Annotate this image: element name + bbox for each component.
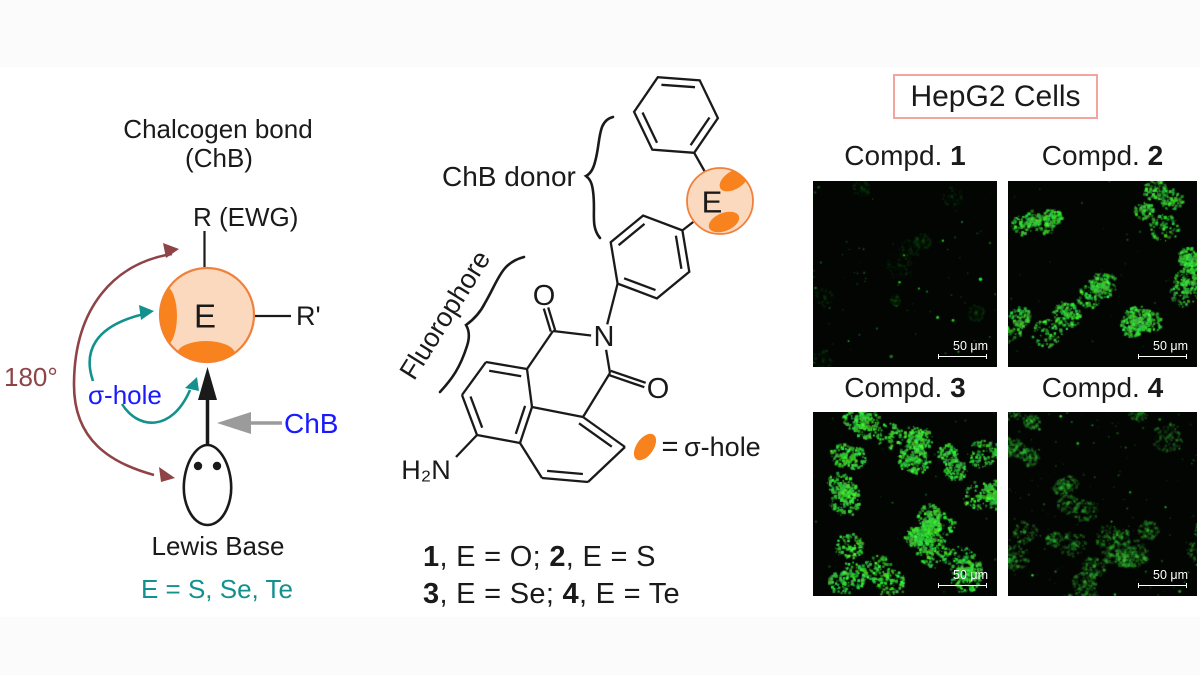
angle-arc-arrowhead-bottom bbox=[159, 467, 175, 482]
compound-key-line2: 3, E = Se; 4, E = Te bbox=[423, 578, 680, 610]
micrograph-canvas-2 bbox=[1008, 181, 1197, 367]
chalcogen-atom-label: E bbox=[702, 185, 723, 220]
carbonyl-o-right-label: O bbox=[647, 373, 670, 405]
sigma-hole-patch-bottom bbox=[177, 341, 235, 362]
sigma-hole-patch-bottom bbox=[708, 211, 740, 233]
scale-bar-1 bbox=[938, 354, 987, 359]
scale-label-2: 50 μm bbox=[1153, 339, 1188, 353]
bottom-letterbox bbox=[0, 617, 1200, 675]
chb-pointer-arrowhead bbox=[217, 412, 251, 434]
sigma-hole-legend-equals: = bbox=[662, 431, 679, 463]
angle-label: 180° bbox=[4, 362, 58, 392]
scale-bar-3 bbox=[938, 583, 987, 588]
e-series-label: E = S, Se, Te bbox=[141, 574, 293, 604]
sigma-hole-arrow-left bbox=[88, 312, 145, 382]
chb-donor-brace bbox=[583, 115, 615, 240]
micrograph-canvas-1 bbox=[813, 181, 997, 367]
top-letterbox bbox=[0, 0, 1200, 67]
scale-bar-4 bbox=[1138, 583, 1187, 588]
chalcogen-bond-scheme: Chalcogen bond (ChB) R (EWG) E R' 180° σ… bbox=[4, 114, 338, 604]
bond-phenyl-to-e bbox=[693, 152, 707, 173]
angle-arc-arrowhead-top bbox=[163, 243, 179, 258]
compd-1-label: Compd. 1 bbox=[844, 140, 966, 171]
naphthalene-core bbox=[460, 360, 626, 484]
micrograph-compd-1: 50 μm bbox=[813, 181, 997, 367]
micrograph-canvas-4 bbox=[1008, 412, 1197, 596]
lone-pair-dot-left bbox=[193, 461, 203, 471]
carbonyl-o-top-label: O bbox=[533, 280, 556, 312]
scale-label-4: 50 μm bbox=[1153, 568, 1188, 582]
chb-donor-label: ChB donor bbox=[442, 161, 576, 192]
probe-structure: E O O N bbox=[394, 76, 761, 485]
sigma-hole-patch-left bbox=[160, 286, 177, 346]
r-ewg-label: R (EWG) bbox=[193, 202, 298, 232]
compound-key-line1: 1, E = O; 2, E = S bbox=[423, 541, 656, 573]
sigma-hole-arrow-bottom bbox=[120, 389, 192, 424]
compd-4-label: Compd. 4 bbox=[1041, 372, 1164, 403]
sigma-hole-arrow-bottom-head bbox=[185, 377, 199, 391]
lower-aryl-ring bbox=[606, 214, 691, 325]
sigma-hole-arrow-left-head bbox=[139, 305, 154, 320]
lone-pair-dot-right bbox=[212, 461, 222, 471]
micrograph-compd-3: 50 μm bbox=[813, 412, 997, 596]
scheme-title-line1: Chalcogen bond bbox=[123, 114, 312, 144]
bond-e-to-aryl bbox=[681, 221, 694, 232]
fluorophore-brace bbox=[438, 255, 526, 394]
lewis-base-label: Lewis Base bbox=[152, 531, 285, 561]
scheme-title-line2: (ChB) bbox=[185, 143, 253, 173]
sigma-hole-legend-swatch bbox=[633, 433, 657, 461]
r-prime-label: R' bbox=[296, 301, 321, 331]
fluorophore-label: Fluorophore bbox=[394, 245, 497, 384]
sigma-hole-legend-label: σ-hole bbox=[684, 432, 761, 462]
chb-bond-arrowhead bbox=[198, 367, 217, 400]
amine-label: H₂N bbox=[401, 455, 450, 485]
imide-n-label: N bbox=[594, 321, 615, 353]
chalcogen-sphere: E bbox=[686, 167, 754, 235]
compd-2-label: Compd. 2 bbox=[1041, 140, 1164, 171]
sigma-hole-label: σ-hole bbox=[88, 380, 162, 410]
compd-3-label: Compd. 3 bbox=[844, 372, 966, 403]
scale-label-3: 50 μm bbox=[953, 568, 988, 582]
lewis-base-lobe bbox=[182, 443, 233, 527]
micrograph-canvas-3 bbox=[813, 412, 997, 596]
hepg2-cells-header: HepG2 Cells bbox=[893, 74, 1098, 119]
top-phenyl-ring bbox=[632, 76, 720, 154]
micrograph-compd-2: 50 μm bbox=[1008, 181, 1197, 367]
imide-ring bbox=[525, 307, 647, 419]
sigma-hole-legend: = σ-hole bbox=[633, 431, 761, 463]
chalcogen-atom-label: E bbox=[194, 298, 216, 335]
angle-180-arc bbox=[72, 252, 173, 477]
bond-amine bbox=[455, 434, 478, 458]
chb-label: ChB bbox=[284, 408, 338, 439]
scale-label-1: 50 μm bbox=[953, 339, 988, 353]
micrograph-compd-4: 50 μm bbox=[1008, 412, 1197, 596]
scale-bar-2 bbox=[1138, 354, 1187, 359]
